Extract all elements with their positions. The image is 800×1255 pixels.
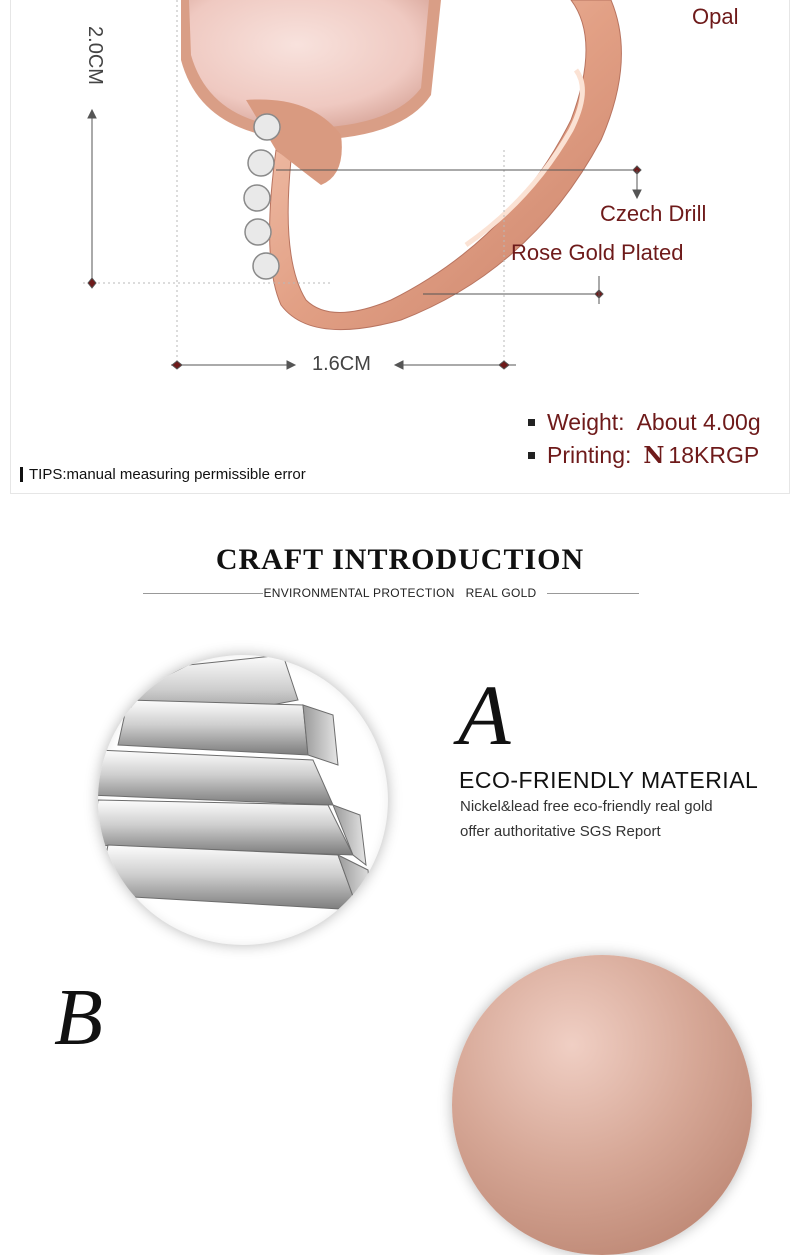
width-dimension-label: 1.6CM [312, 353, 371, 375]
section-letter-b: B [54, 974, 103, 1062]
opal-stone [181, 0, 441, 140]
callout-opal: Opal [692, 4, 739, 29]
bullet-icon [528, 452, 535, 459]
height-dimension-arrow [87, 108, 97, 289]
width-dimension-arrow [171, 360, 516, 370]
ring-illustration [83, 0, 642, 370]
weight-key: Weight: [547, 409, 625, 435]
czech-drill-stones [243, 113, 281, 280]
craft-subtitle-text: ENVIRONMENTAL PROTECTION REAL GOLD [263, 586, 537, 600]
subtitle-divider-right [547, 593, 639, 594]
tips-text: TIPS:manual measuring permissible error [29, 466, 306, 483]
printing-key: Printing: [547, 442, 632, 468]
dimension-guides [83, 0, 505, 365]
spec-row-weight: Weight: About 4.00g [528, 409, 761, 436]
feature-desc-line-1: Nickel&lead free eco-friendly real gold [460, 798, 713, 815]
printing-value: 18KRGP [668, 442, 760, 468]
section-letter-a: A [458, 667, 511, 763]
feature-desc-line-2: offer authoritative SGS Report [460, 823, 661, 840]
metal-bars-illustration [98, 655, 374, 922]
craft-subtitle: ENVIRONMENTAL PROTECTION REAL GOLD [0, 586, 800, 600]
gold-bars-image [98, 655, 388, 945]
tips-bar-icon [20, 467, 23, 482]
callout-leaders [276, 165, 642, 304]
callout-rose-gold: Rose Gold Plated [511, 240, 684, 265]
feature-title: ECO-FRIENDLY MATERIAL [459, 767, 759, 793]
tips-note: TIPS:manual measuring permissible error [20, 466, 306, 483]
height-dimension-label: 2.0CM [83, 26, 106, 85]
spec-row-printing: Printing: N 18KRGP [528, 442, 759, 469]
weight-value: About 4.00g [636, 409, 761, 435]
craft-title: CRAFT INTRODUCTION [215, 543, 585, 576]
callout-czech-drill: Czech Drill [600, 201, 707, 226]
spec-panel: Opal Czech Drill Rose Gold Plated 2.0CM … [10, 0, 790, 494]
bullet-icon [528, 419, 535, 426]
next-section-image [452, 955, 752, 1255]
subtitle-divider-left [143, 593, 263, 594]
hallmark-n-icon: N [643, 442, 665, 469]
